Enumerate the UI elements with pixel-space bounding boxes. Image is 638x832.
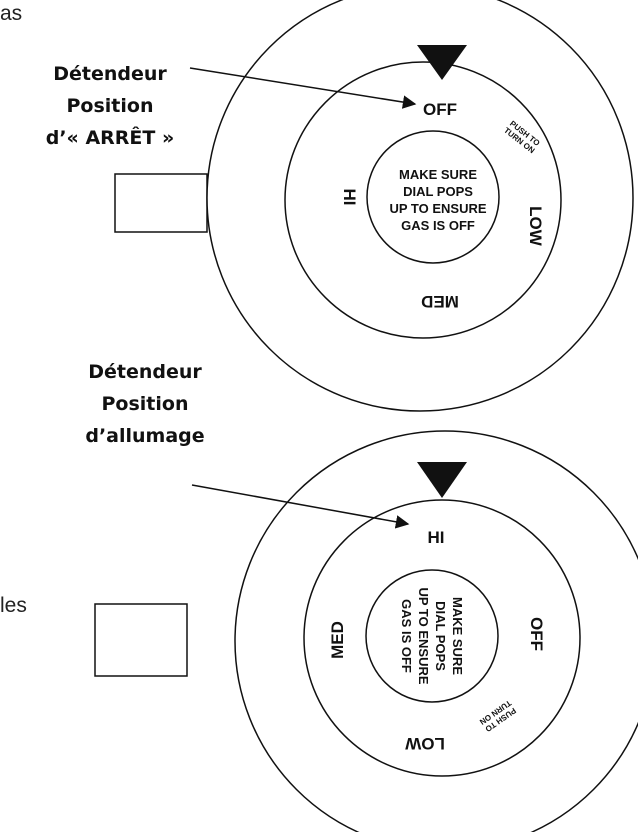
dial-on-middle-ring bbox=[303, 499, 581, 777]
dial-off-center-text: MAKE SURE DIAL POPS UP TO ENSURE GAS IS … bbox=[389, 167, 486, 233]
callout-on-label: Détendeur Position d’allumage bbox=[35, 356, 255, 452]
dial-off-label-right: LOW bbox=[526, 206, 545, 247]
dial-off-position: OFF HI LOW MED PUSH TO TURN ON MAKE SURE… bbox=[114, 0, 634, 412]
callout-off-label: Détendeur Position d’« ARRÊT » bbox=[0, 58, 220, 154]
page-text-fragment-top: as bbox=[0, 2, 23, 25]
callout-off-line-2: Position bbox=[66, 95, 154, 117]
dial-on-position: HI MED OFF LOW PUSH TO TURN ON MAKE SURE… bbox=[94, 430, 638, 832]
dial-on-inner-ring bbox=[365, 569, 499, 703]
dial-off-center-line-2: DIAL POPS bbox=[403, 184, 473, 199]
dial-on-label-right: OFF bbox=[527, 617, 546, 651]
dial-off-center-line-1: MAKE SURE bbox=[399, 167, 477, 182]
dial-on-handle bbox=[94, 603, 188, 677]
dial-on-center-line-3: UP TO ENSURE bbox=[416, 587, 431, 684]
callout-on-line-3: d’allumage bbox=[85, 425, 205, 447]
dial-off-outer-ring bbox=[206, 0, 634, 412]
dial-on-center-line-2: DIAL POPS bbox=[433, 601, 448, 671]
dial-on-outer-ring bbox=[234, 430, 638, 832]
dial-on-center-line-4: GAS IS OFF bbox=[399, 599, 414, 673]
callout-off-arrow bbox=[189, 67, 417, 109]
dial-off-center-line-3: UP TO ENSURE bbox=[389, 201, 486, 216]
callout-off-line-3: d’« ARRÊT » bbox=[45, 127, 175, 149]
dial-on-label-bottom: LOW bbox=[404, 734, 445, 753]
callout-on-line-2: Position bbox=[101, 393, 189, 415]
callout-off-line-1: Détendeur bbox=[53, 63, 167, 85]
dial-off-label-left: HI bbox=[340, 189, 359, 206]
dial-off-center-line-4: GAS IS OFF bbox=[401, 218, 475, 233]
dial-on-label-left: MED bbox=[328, 621, 347, 659]
dial-off-inner-ring bbox=[366, 130, 500, 264]
dial-off-handle bbox=[114, 173, 208, 233]
callout-on-line-1: Détendeur bbox=[88, 361, 202, 383]
dial-off-label-bottom: MED bbox=[421, 292, 459, 311]
callout-on-arrow bbox=[191, 484, 410, 529]
page-text-fragment-side: les bbox=[0, 594, 27, 617]
dial-off-pointer-triangle bbox=[417, 45, 467, 80]
dial-off-middle-ring bbox=[284, 61, 562, 339]
dial-on-label-top: HI bbox=[428, 528, 445, 547]
dial-on-center-text: MAKE SURE DIAL POPS UP TO ENSURE GAS IS … bbox=[399, 587, 465, 684]
dial-on-center-line-1: MAKE SURE bbox=[450, 597, 465, 675]
dial-off-label-top: OFF bbox=[423, 100, 457, 119]
dial-on-pointer-triangle bbox=[417, 462, 467, 498]
